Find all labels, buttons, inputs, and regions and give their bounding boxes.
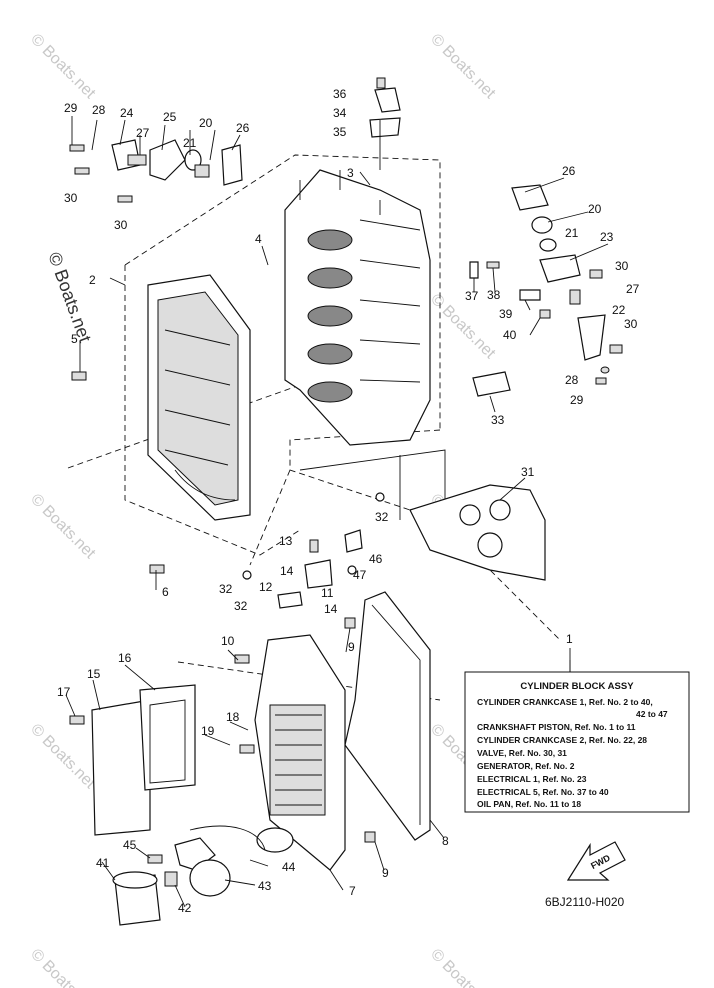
legend-line: CRANKSHAFT PISTON, Ref. No. 1 to 11 [477, 722, 636, 732]
callout-2: 2 [89, 273, 96, 287]
callout-10: 10 [221, 634, 235, 648]
callout-7: 7 [349, 884, 356, 898]
legend-line: ELECTRICAL 5, Ref. No. 37 to 40 [477, 787, 609, 797]
callout-8: 8 [442, 834, 449, 848]
legend-line: ELECTRICAL 1, Ref. No. 23 [477, 774, 587, 784]
callout-6: 6 [162, 585, 169, 599]
diagram-code: 6BJ2110-H020 [545, 895, 624, 909]
callout-14: 14 [324, 602, 338, 616]
watermark: © Boats.net [427, 31, 499, 103]
callout-13: 13 [279, 534, 293, 548]
callout-34: 34 [333, 106, 347, 120]
callout-19: 19 [201, 724, 215, 738]
callout-25: 25 [163, 110, 177, 124]
small-parts [69, 371, 385, 864]
callout-17: 17 [57, 685, 71, 699]
legend-line: VALVE, Ref. No. 30, 31 [477, 748, 567, 758]
legend-line: 42 to 47 [636, 709, 668, 719]
callout-labels: 29 28 24 25 20 21 26 27 30 30 36 34 35 3… [57, 87, 640, 915]
callout-35: 35 [333, 125, 347, 139]
legend-line: OIL PAN, Ref. No. 11 to 18 [477, 799, 581, 809]
legend-title: CYLINDER BLOCK ASSY [520, 681, 634, 692]
legend-line: CYLINDER CRANKCASE 1, Ref. No. 2 to 40, [477, 697, 653, 707]
exhaust-cover [254, 634, 346, 871]
callout-22: 22 [612, 303, 626, 317]
watermark-vertical: © Boats.net [44, 250, 95, 345]
cylinder-block [284, 169, 431, 446]
thermostat-parts-left [69, 139, 243, 203]
callout-26: 26 [236, 121, 250, 135]
callout-11: 11 [321, 586, 334, 600]
thermostat-parts-right [369, 77, 623, 397]
callout-31: 31 [521, 465, 535, 479]
oil-filter [112, 825, 266, 926]
legend-box: 1 CYLINDER BLOCK ASSY CYLINDER CRANKCASE… [464, 632, 690, 813]
leader-lines [65, 116, 609, 908]
callout-16: 16 [118, 651, 132, 665]
callout-18: 18 [226, 710, 240, 724]
callout-5: 5 [71, 332, 78, 346]
callout-29: 29 [570, 393, 584, 407]
callout-9: 9 [382, 866, 389, 880]
callout-38: 38 [487, 288, 501, 302]
callout-42: 42 [178, 901, 192, 915]
callout-21: 21 [183, 136, 197, 150]
callout-32: 32 [234, 599, 248, 613]
callout-30: 30 [624, 317, 638, 331]
callout-30: 30 [615, 259, 629, 273]
watermark: © Boats.net [27, 491, 99, 563]
fwd-arrow-icon: FWD [566, 841, 626, 881]
cover-plate [91, 684, 196, 836]
callout-24: 24 [120, 106, 134, 120]
callout-27: 27 [136, 126, 150, 140]
callout-12: 12 [259, 580, 273, 594]
callout-43: 43 [258, 879, 272, 893]
watermark: © Boats.net [27, 721, 99, 793]
callout-33: 33 [491, 413, 505, 427]
legend-line: CYLINDER CRANKCASE 2, Ref. No. 22, 28 [477, 735, 647, 745]
callout-46: 46 [369, 552, 383, 566]
callout-37: 37 [465, 289, 479, 303]
callout-45: 45 [123, 838, 137, 852]
callout-32: 32 [375, 510, 389, 524]
gasket-31 [409, 484, 546, 581]
callout-20: 20 [199, 116, 213, 130]
callout-28: 28 [565, 373, 579, 387]
callout-14: 14 [280, 564, 294, 578]
callout-21: 21 [565, 226, 579, 240]
watermark: © Boats.net [427, 946, 499, 988]
callout-32: 32 [219, 582, 233, 596]
callout-27: 27 [626, 282, 640, 296]
legend-line: GENERATOR, Ref. No. 2 [477, 761, 575, 771]
callout-41: 41 [96, 856, 110, 870]
callout-40: 40 [503, 328, 517, 342]
callout-30: 30 [64, 191, 78, 205]
gasket-8 [344, 591, 431, 841]
callout-23: 23 [600, 230, 614, 244]
callout-47: 47 [353, 568, 367, 582]
callout-30: 30 [114, 218, 128, 232]
crankcase-half [147, 274, 251, 521]
callout-29: 29 [64, 101, 78, 115]
callout-26: 26 [562, 164, 576, 178]
watermark: © Boats.net [27, 946, 99, 988]
callout-9: 9 [348, 640, 355, 654]
callout-39: 39 [499, 307, 513, 321]
callout-20: 20 [588, 202, 602, 216]
watermark: © Boats.net [27, 31, 99, 103]
callout-28: 28 [92, 103, 106, 117]
callout-4: 4 [255, 232, 262, 246]
legend-ref-number: 1 [566, 632, 573, 646]
callout-3: 3 [347, 166, 354, 180]
callout-36: 36 [333, 87, 347, 101]
callout-15: 15 [87, 667, 101, 681]
callout-44: 44 [282, 860, 296, 874]
